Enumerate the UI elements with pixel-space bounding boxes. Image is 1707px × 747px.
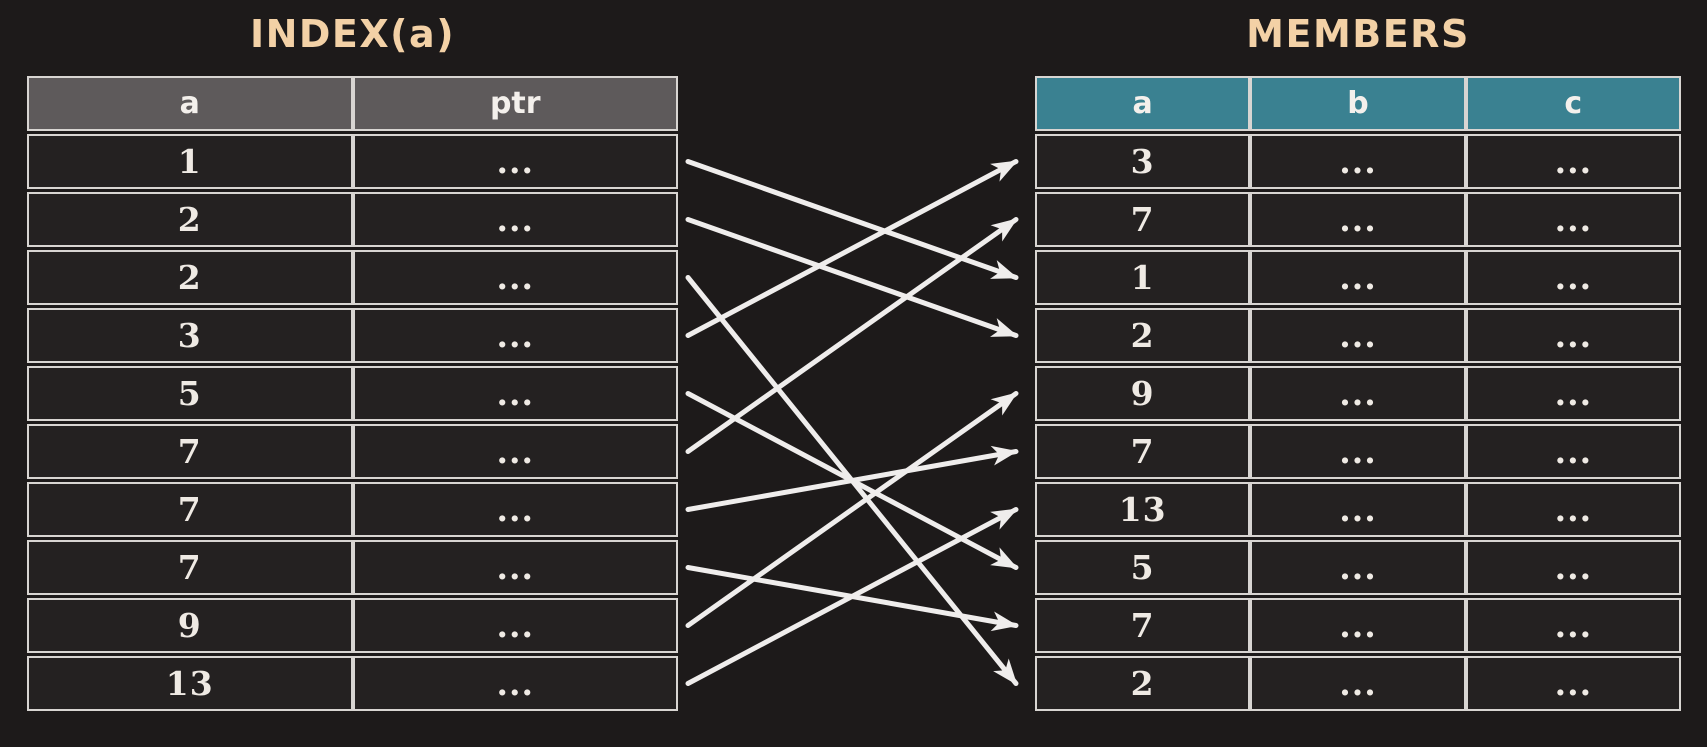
members-table-row-cell: ... — [1465, 598, 1681, 653]
index-table-row-cell: ... — [352, 540, 678, 595]
index-table-row-cell: ... — [352, 192, 678, 247]
members-table-row-cell: ... — [1465, 308, 1681, 363]
index-table-row-cell: ... — [352, 366, 678, 421]
members-table-row: 7...... — [1035, 192, 1681, 247]
members-table-row-cell: ... — [1250, 482, 1466, 537]
index-to-members-arrows — [685, 159, 1019, 686]
index-table-row: 9... — [27, 598, 678, 653]
members-table-row-cell: 7 — [1035, 192, 1251, 247]
members-column-header-b: b — [1250, 76, 1466, 131]
members-table-row-cell: ... — [1465, 250, 1681, 305]
members-table-row: 7...... — [1035, 598, 1681, 653]
index-table-row-cell: 13 — [27, 656, 353, 711]
members-table-row-cell: ... — [1250, 540, 1466, 595]
index-table-row-cell: 7 — [27, 424, 353, 479]
members-table-row: 9...... — [1035, 366, 1681, 421]
members-column-header-c: c — [1465, 76, 1681, 131]
members-table-row-cell: ... — [1250, 598, 1466, 653]
index-table-row: 7... — [27, 482, 678, 537]
members-table-row-cell: ... — [1465, 540, 1681, 595]
index-table-title: INDEX(a) — [249, 12, 456, 56]
members-table-row-cell: ... — [1465, 134, 1681, 189]
members-table-row-cell: ... — [1250, 424, 1466, 479]
index-table: a ptr 1...2...2...3...5...7...7...7...9.… — [27, 73, 678, 714]
index-table-row-cell: 5 — [27, 366, 353, 421]
index-pointer-arrow — [685, 507, 1019, 686]
members-table-row: 2...... — [1035, 656, 1681, 711]
members-table-row-cell: 5 — [1035, 540, 1251, 595]
index-table-row-cell: 2 — [27, 192, 353, 247]
members-table-row-cell: ... — [1250, 250, 1466, 305]
members-table-row: 2...... — [1035, 308, 1681, 363]
index-table-row-cell: ... — [352, 250, 678, 305]
index-pointer-arrow — [685, 217, 1019, 454]
index-table-row-cell: ... — [352, 308, 678, 363]
members-column-header-a: a — [1035, 76, 1251, 131]
members-table-row-cell: 2 — [1035, 656, 1251, 711]
index-table-row-cell: ... — [352, 134, 678, 189]
members-table-row-cell: ... — [1250, 656, 1466, 711]
index-table-row-cell: ... — [352, 598, 678, 653]
index-table-row-cell: 9 — [27, 598, 353, 653]
index-table-container: a ptr 1...2...2...3...5...7...7...7...9.… — [27, 73, 678, 714]
index-table-row-cell: ... — [352, 656, 678, 711]
index-column-header-ptr: ptr — [352, 76, 678, 131]
index-table-row-cell: 1 — [27, 134, 353, 189]
members-table-row-cell: ... — [1250, 366, 1466, 421]
index-table-row: 2... — [27, 192, 678, 247]
members-table-row: 1...... — [1035, 250, 1681, 305]
members-table-row-cell: 2 — [1035, 308, 1251, 363]
members-table-row-cell: 3 — [1035, 134, 1251, 189]
members-table-title: MEMBERS — [1246, 12, 1470, 56]
members-table: a b c 3......7......1......2......9.....… — [1035, 73, 1681, 714]
members-table-row: 13...... — [1035, 482, 1681, 537]
index-column-header-a: a — [27, 76, 353, 131]
members-table-row-cell: ... — [1250, 134, 1466, 189]
members-table-row-cell: 7 — [1035, 598, 1251, 653]
members-table-row: 3...... — [1035, 134, 1681, 189]
members-table-row-cell: 1 — [1035, 250, 1251, 305]
members-table-row-cell: ... — [1465, 482, 1681, 537]
members-table-row: 5...... — [1035, 540, 1681, 595]
members-table-row-cell: ... — [1250, 308, 1466, 363]
members-table-row: 7...... — [1035, 424, 1681, 479]
members-table-row-cell: 13 — [1035, 482, 1251, 537]
index-table-row: 13... — [27, 656, 678, 711]
index-pointer-arrow — [685, 391, 1019, 628]
index-table-row-cell: ... — [352, 482, 678, 537]
members-table-row-cell: ... — [1465, 192, 1681, 247]
index-table-row-cell: ... — [352, 424, 678, 479]
index-table-header-row: a ptr — [27, 76, 678, 131]
index-table-row-cell: 2 — [27, 250, 353, 305]
index-table-row-cell: 3 — [27, 308, 353, 363]
members-table-row-cell: ... — [1465, 366, 1681, 421]
index-table-row: 7... — [27, 424, 678, 479]
index-table-row: 1... — [27, 134, 678, 189]
index-pointer-arrow — [685, 159, 1019, 280]
index-pointer-arrow — [685, 159, 1019, 338]
index-table-row-cell: 7 — [27, 482, 353, 537]
members-table-row-cell: ... — [1465, 424, 1681, 479]
members-table-row-cell: ... — [1250, 192, 1466, 247]
members-table-row-cell: ... — [1465, 656, 1681, 711]
index-pointer-arrow — [685, 217, 1019, 338]
index-table-row: 2... — [27, 250, 678, 305]
index-table-row: 3... — [27, 308, 678, 363]
index-table-row: 7... — [27, 540, 678, 595]
members-table-row-cell: 7 — [1035, 424, 1251, 479]
members-table-container: a b c 3......7......1......2......9.....… — [1035, 73, 1681, 714]
index-table-row-cell: 7 — [27, 540, 353, 595]
members-table-header-row: a b c — [1035, 76, 1681, 131]
index-table-row: 5... — [27, 366, 678, 421]
members-table-row-cell: 9 — [1035, 366, 1251, 421]
index-pointer-arrow — [685, 445, 1019, 512]
